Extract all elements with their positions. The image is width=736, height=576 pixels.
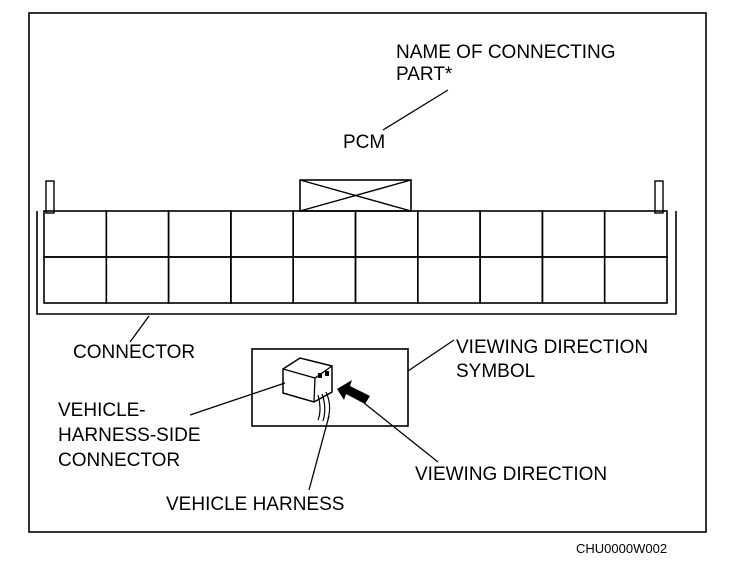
figure-code: CHU0000W002 — [576, 541, 668, 556]
terminal-cell — [105, 256, 170, 304]
viewing-direction-symbol-label: VIEWING DIRECTION — [456, 337, 649, 358]
terminal-cell — [603, 256, 668, 304]
terminal-cell — [167, 256, 232, 304]
terminal-cell — [603, 210, 668, 258]
terminal-cell — [541, 210, 606, 258]
leader-lines — [129, 89, 455, 491]
viewing-direction-symbol-box — [251, 348, 409, 427]
vehicle-harness-side-connector-label-line2: HARNESS-SIDE — [58, 425, 201, 446]
terminal-cell — [479, 256, 544, 304]
terminal-cell — [416, 210, 481, 258]
connector-label: CONNECTOR — [73, 342, 196, 363]
terminal-cell — [230, 256, 294, 304]
terminal-cell — [230, 210, 294, 258]
vehicle-harness-side-connector-label-line3: CONNECTOR — [58, 450, 181, 471]
terminal-cell — [354, 210, 419, 258]
terminal-cell — [416, 256, 481, 304]
name-of-connecting-part-label: NAME OF CONNECTING — [396, 42, 616, 63]
viewing-direction-label: VIEWING DIRECTION — [415, 464, 608, 485]
terminal-cell — [354, 256, 419, 304]
terminal-cell — [167, 210, 232, 258]
connector-right-post — [654, 180, 664, 214]
vehicle-harness-side-connector-label: VEHICLE- — [58, 400, 146, 421]
terminal-cell — [292, 210, 357, 258]
viewing-direction-symbol-label-line2: SYMBOL — [456, 361, 536, 382]
vehicle-harness-label: VEHICLE HARNESS — [166, 494, 345, 515]
pcm-label: PCM — [343, 132, 386, 153]
connector-left-post — [45, 180, 55, 214]
viewing-direction-arrow-icon — [337, 380, 370, 404]
diagram-frame — [28, 12, 707, 533]
terminal-cell — [479, 210, 544, 258]
connector-terminal-grid — [43, 210, 668, 304]
harness-connector-illustration — [282, 357, 333, 422]
name-of-connecting-part-label-line2: PART* — [396, 64, 453, 85]
terminal-cell — [43, 256, 108, 304]
terminal-cell — [292, 256, 357, 304]
connector-lock-tab — [299, 179, 412, 212]
terminal-cell — [541, 256, 606, 304]
connector-housing — [36, 211, 677, 315]
terminal-cell — [43, 210, 108, 258]
terminal-cell — [105, 210, 170, 258]
